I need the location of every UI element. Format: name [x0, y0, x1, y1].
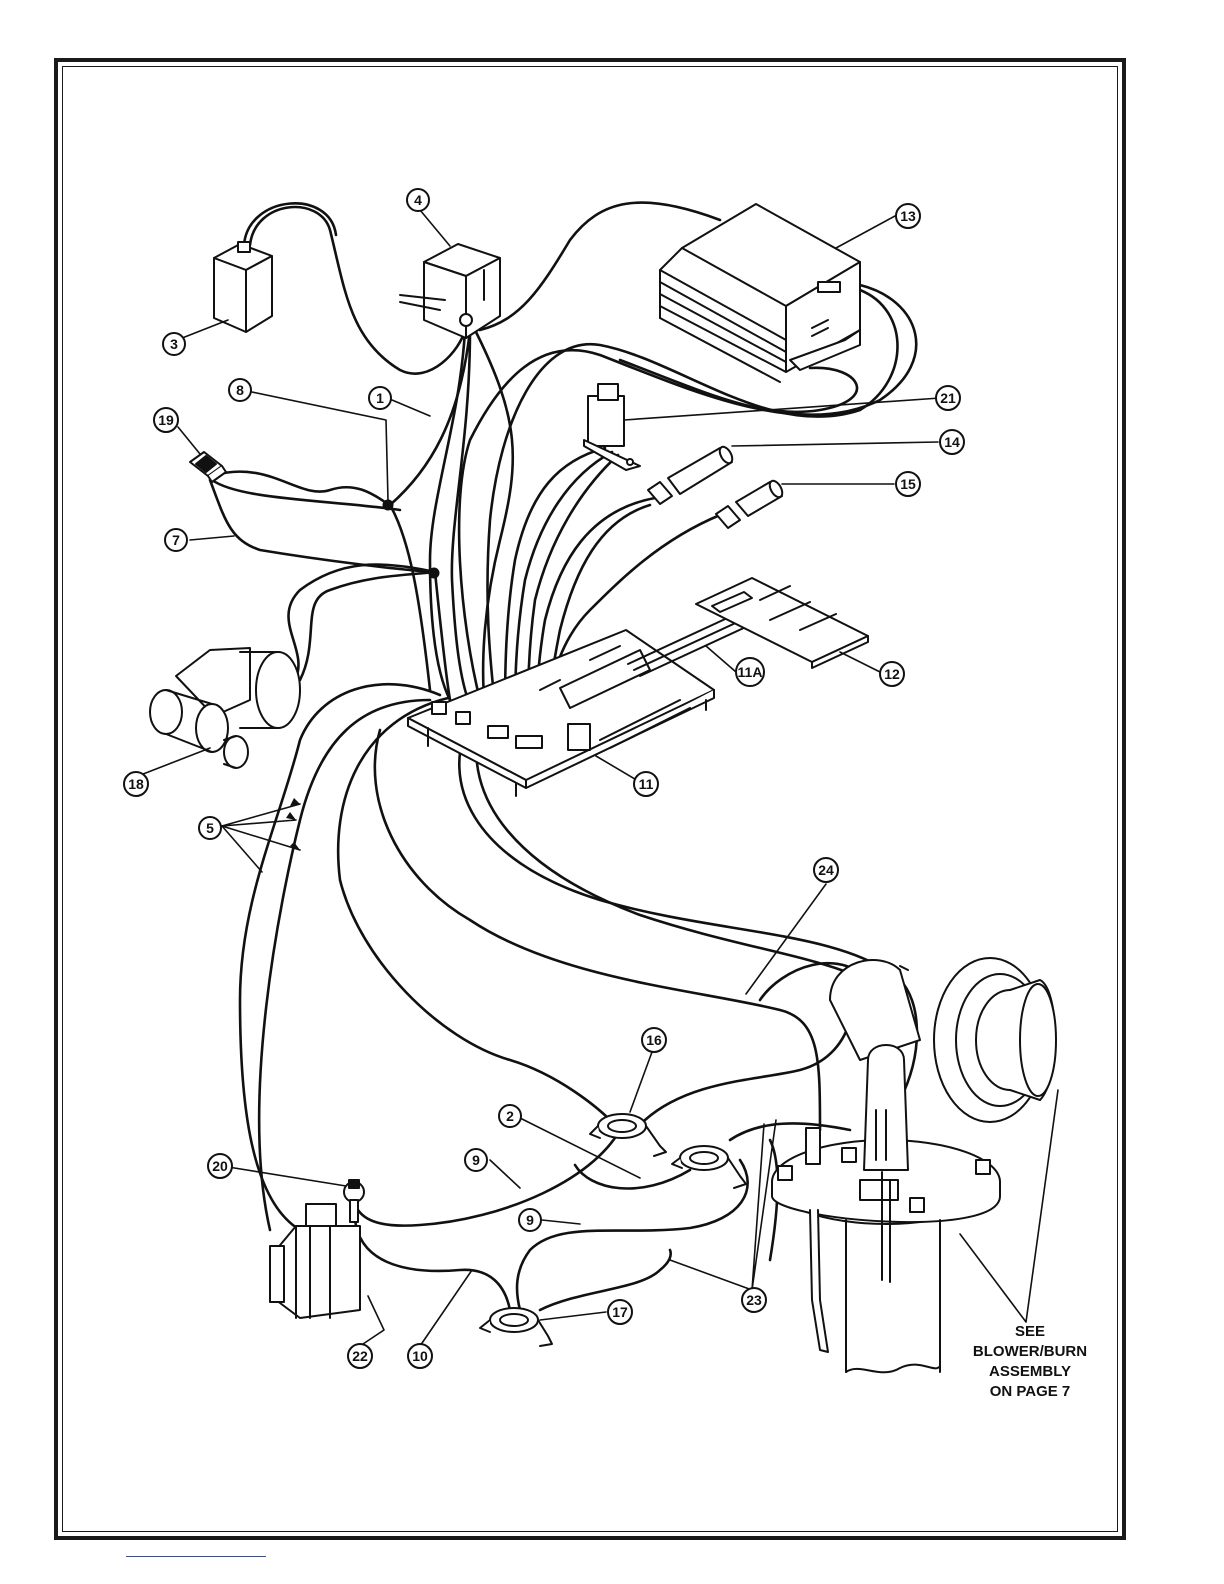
svg-text:4: 4	[414, 192, 422, 208]
svg-text:7: 7	[172, 532, 180, 548]
callout-10: 10	[408, 1344, 432, 1368]
callout-17: 17	[608, 1300, 632, 1324]
callout-15: 15	[896, 472, 920, 496]
svg-text:13: 13	[900, 208, 916, 224]
note-line-3: ASSEMBLY	[950, 1362, 1110, 1382]
callout-5: 5	[199, 817, 221, 839]
callout-23: 23	[742, 1288, 766, 1312]
svg-text:18: 18	[128, 776, 144, 792]
callout-7: 7	[165, 529, 187, 551]
callout-22: 22	[348, 1344, 372, 1368]
callout-14: 14	[940, 430, 964, 454]
callout-11: 11	[634, 772, 658, 796]
svg-text:9: 9	[526, 1212, 534, 1228]
footer-link-underline[interactable]	[126, 1556, 266, 1557]
callout-8: 8	[229, 379, 251, 401]
see-blower-burn-note: SEE BLOWER/BURN ASSEMBLY ON PAGE 7	[950, 1322, 1110, 1402]
callout-11A: 11A	[736, 658, 764, 686]
svg-text:5: 5	[206, 820, 214, 836]
callout-3: 3	[163, 333, 185, 355]
callout-1: 1	[369, 387, 391, 409]
callout-9-upper: 9	[465, 1149, 487, 1171]
note-line-1: SEE	[950, 1322, 1110, 1342]
callout-4: 4	[407, 189, 429, 211]
svg-text:22: 22	[352, 1348, 368, 1364]
svg-text:15: 15	[900, 476, 916, 492]
svg-text:19: 19	[158, 412, 174, 428]
svg-text:16: 16	[646, 1032, 662, 1048]
svg-text:2: 2	[506, 1108, 514, 1124]
svg-text:17: 17	[612, 1304, 628, 1320]
svg-text:1: 1	[376, 390, 384, 406]
svg-text:11: 11	[639, 776, 654, 792]
svg-text:8: 8	[236, 382, 244, 398]
svg-text:3: 3	[170, 336, 178, 352]
note-line-4: ON PAGE 7	[950, 1382, 1110, 1402]
callout-9-lower: 9	[519, 1209, 541, 1231]
svg-text:10: 10	[412, 1348, 428, 1364]
callout-13: 13	[896, 204, 920, 228]
svg-text:12: 12	[884, 666, 900, 682]
callout-12: 12	[880, 662, 904, 686]
callout-2: 2	[499, 1105, 521, 1127]
callout-21: 21	[936, 386, 960, 410]
svg-text:11A: 11A	[738, 664, 763, 680]
svg-text:24: 24	[818, 862, 834, 878]
callout-16: 16	[642, 1028, 666, 1052]
svg-text:21: 21	[940, 390, 956, 406]
svg-text:9: 9	[472, 1152, 480, 1168]
callout-19: 19	[154, 408, 178, 432]
svg-text:23: 23	[746, 1292, 762, 1308]
callout-20: 20	[208, 1154, 232, 1178]
svg-text:14: 14	[944, 434, 960, 450]
note-line-2: BLOWER/BURN	[950, 1342, 1110, 1362]
callout-24: 24	[814, 858, 838, 882]
svg-text:20: 20	[212, 1158, 228, 1174]
callout-18: 18	[124, 772, 148, 796]
